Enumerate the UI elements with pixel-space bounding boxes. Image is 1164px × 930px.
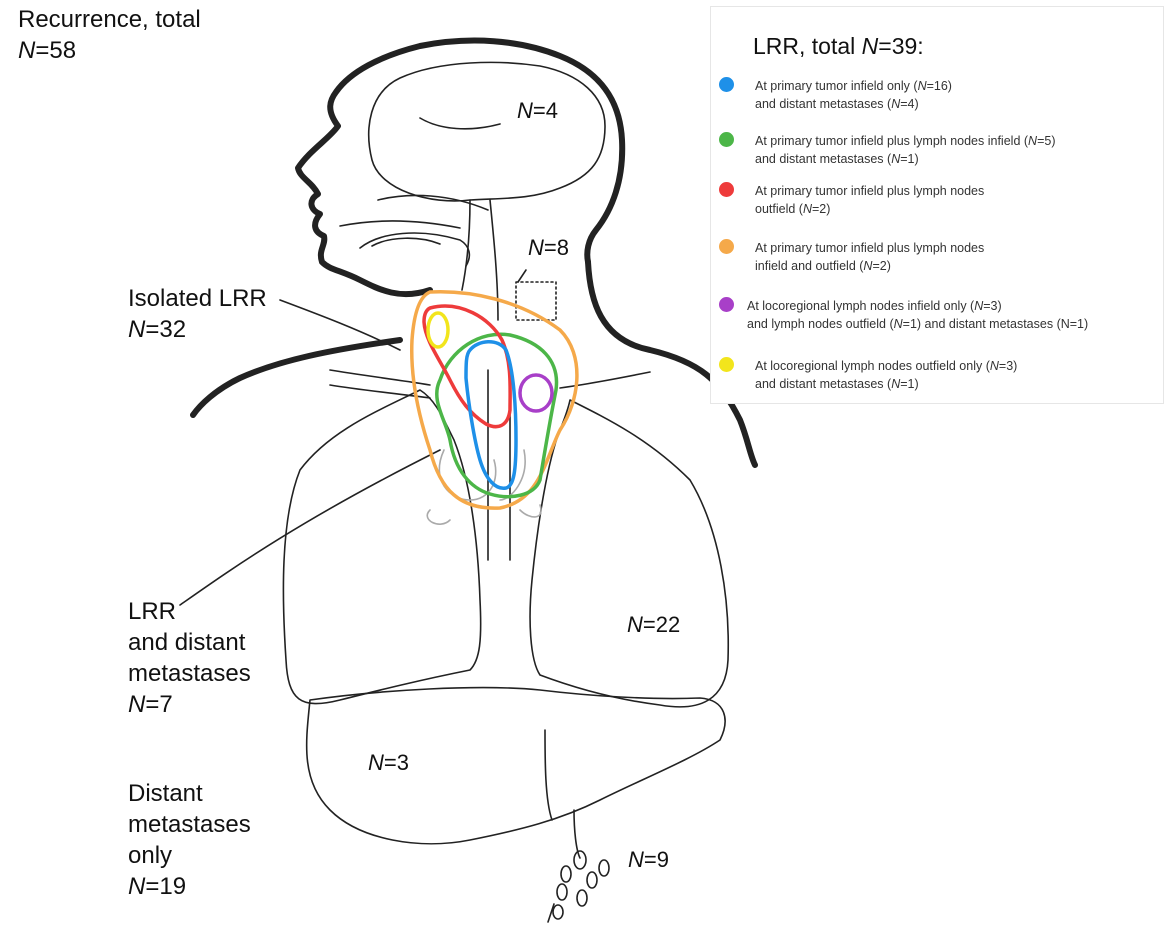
legend-dot-yellow bbox=[719, 357, 734, 372]
isolated-lrr-label: Isolated LRR N=32 bbox=[128, 283, 267, 345]
left-shoulder bbox=[193, 340, 400, 415]
zone-green bbox=[437, 334, 557, 496]
legend-dot-red bbox=[719, 182, 734, 197]
brain-outline bbox=[369, 62, 605, 201]
legend-dot-blue bbox=[719, 77, 734, 92]
legend-title: LRR, total N=39: bbox=[753, 33, 924, 60]
zone-purple bbox=[520, 375, 552, 411]
legend: LRR, total N=39: At primary tumor infiel… bbox=[710, 6, 1164, 404]
legend-dot-purple bbox=[719, 297, 734, 312]
spine-count: N=8 bbox=[528, 235, 569, 261]
brain-count: N=4 bbox=[517, 98, 558, 124]
lymph-count: N=9 bbox=[628, 847, 669, 873]
lrr-distant-label: LRR and distant metastases N=7 bbox=[128, 596, 251, 720]
zone-yellow bbox=[428, 313, 448, 347]
legend-dot-orange bbox=[719, 239, 734, 254]
legend-dot-green bbox=[719, 132, 734, 147]
lung-count: N=22 bbox=[627, 612, 680, 638]
liver-count: N=3 bbox=[368, 750, 409, 776]
distant-only-label: Distant metastases only N=19 bbox=[128, 778, 251, 902]
right-lung bbox=[530, 400, 728, 707]
lrr-distant-leader bbox=[180, 450, 440, 605]
recurrence-total-label: Recurrence, total N=58 bbox=[18, 4, 201, 66]
